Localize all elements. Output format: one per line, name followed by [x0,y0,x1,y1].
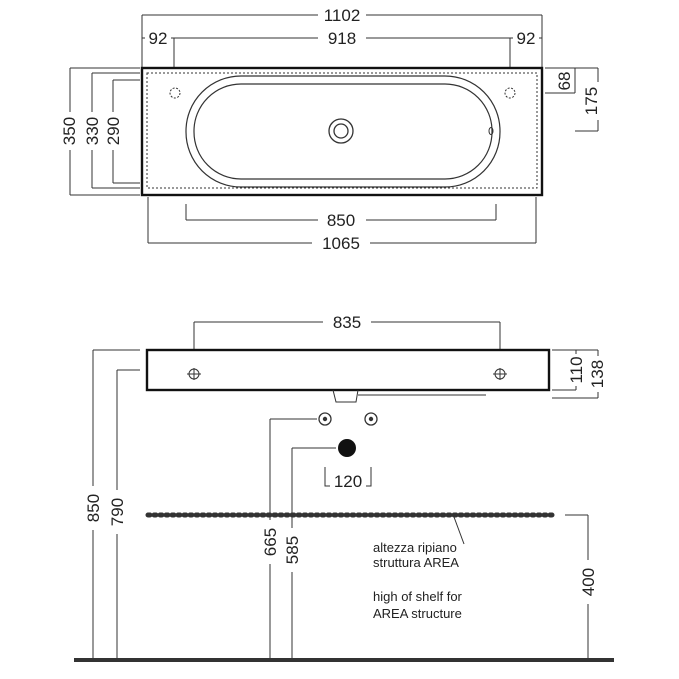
waste-pipe [338,439,356,457]
dim-depth-mid: 330 [83,117,102,145]
fixing-bolt-left [187,368,201,380]
top-view: 1102 92 918 92 35 [58,5,603,253]
dim-drain-height: 585 [283,536,302,564]
dim-depth-outer: 350 [60,117,79,145]
note-english-line2: AREA structure [373,606,462,621]
tap-hole-left [169,87,181,99]
dim-right-margin: 92 [517,29,536,48]
dim-fixing-span: 835 [333,313,361,332]
overflow-hole [488,127,494,135]
dim-thickness-outer: 138 [588,360,607,388]
bowl-inner [193,83,493,180]
dim-right-large: 175 [582,87,601,115]
note-italian-line1: altezza ripiano [373,540,457,555]
dim-shelf-height: 400 [579,568,598,596]
dim-base-width: 1065 [322,234,360,253]
basin-inner-dashed [146,72,538,189]
dim-overall-width: 1102 [324,6,361,25]
dim-height-total: 850 [84,494,103,522]
note-italian-line2: struttura AREA [373,555,459,570]
drain-outer [328,118,354,144]
front-view: 835 110 138 [74,312,614,662]
supply-pipe-left [318,412,332,426]
dim-bowl-width: 850 [327,211,355,230]
drain-outlet [332,389,359,403]
dim-left-margin: 92 [149,29,168,48]
note-english-line1: high of shelf for [373,589,463,604]
dim-right-small: 68 [555,72,574,91]
fixing-bolt-right [493,368,507,380]
supply-pipe-right [364,412,378,426]
dim-thickness-inner: 110 [567,356,586,383]
dim-height-top: 790 [108,498,127,526]
basin-front-outline [145,348,551,392]
dim-supply-spacing: 120 [334,472,362,491]
bowl-outer [185,75,501,188]
drain-inner [333,123,349,139]
tap-hole-right [504,87,516,99]
dim-supply-height: 665 [261,528,280,556]
dim-depth-inner: 290 [104,117,123,145]
basin-top-outline [140,66,544,197]
dim-center-span: 918 [328,29,356,48]
